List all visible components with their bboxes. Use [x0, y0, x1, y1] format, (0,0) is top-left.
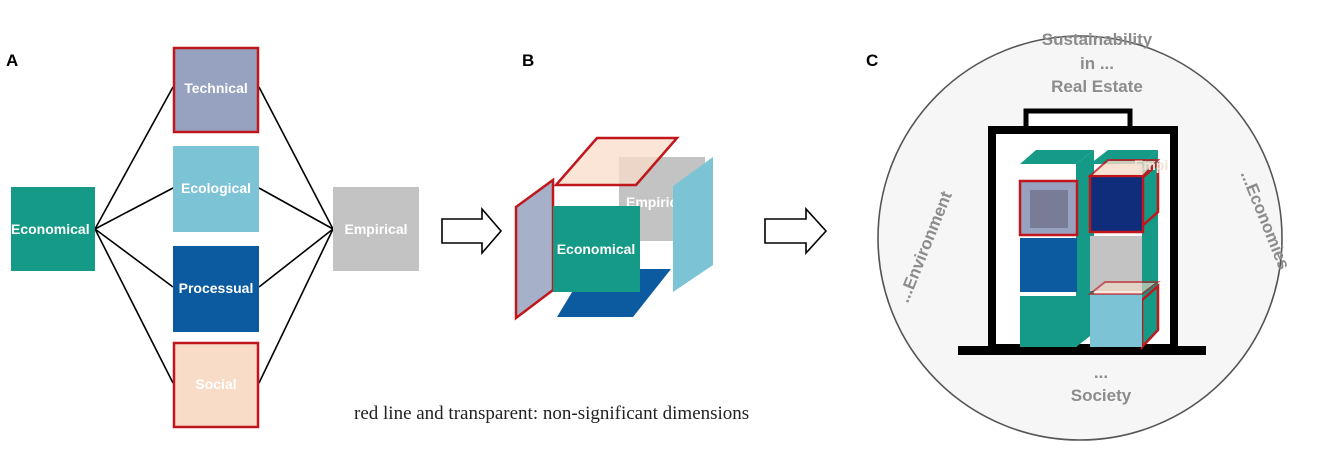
- bottom-label-line2: Society: [1071, 386, 1132, 405]
- processual-label: Processual: [179, 280, 254, 296]
- cube-empirical: [1088, 174, 1145, 234]
- technical-box: Technical: [172, 46, 260, 134]
- processual-box: Processual: [173, 246, 259, 332]
- ecological-label: Ecological: [181, 180, 251, 196]
- top-label-line2: in ...: [1080, 54, 1114, 73]
- ecological-box: Ecological: [173, 146, 259, 232]
- social-box: Social: [172, 341, 260, 429]
- panel-b-letter: B: [522, 51, 534, 70]
- empirical-box: Empirical: [333, 187, 419, 271]
- economical-face: [553, 206, 640, 292]
- economical-label: Economical: [11, 221, 90, 237]
- panel-a-connectors: [94, 86, 334, 384]
- panel-c-letter: C: [866, 51, 878, 70]
- economical-face-label: Economical: [557, 241, 636, 257]
- cube-ecological: [1090, 294, 1142, 347]
- top-label-line1: Sustainability: [1042, 30, 1153, 49]
- technical-label: Technical: [184, 80, 248, 96]
- arrow-a-to-b-icon: [441, 206, 503, 256]
- caption: red line and transparent: non-significan…: [354, 403, 749, 424]
- cube-processual: [1020, 238, 1077, 292]
- cube-empi-label: Empi: [1134, 157, 1168, 173]
- economical-box: Economical: [11, 187, 95, 271]
- empirical-label: Empirical: [344, 221, 407, 237]
- top-label-line3: Real Estate: [1051, 77, 1143, 96]
- arrow-b-to-c-icon: [764, 206, 828, 256]
- social-face: [553, 136, 680, 187]
- building-frame: Empi: [958, 108, 1206, 355]
- social-label: Social: [195, 376, 236, 392]
- panel-a-letter: A: [6, 51, 18, 70]
- bottom-label-line1: ...: [1094, 363, 1108, 382]
- cube-economical: [1020, 296, 1077, 347]
- ecological-face: [673, 157, 713, 292]
- exploded-cube: Empiric Economical: [514, 136, 713, 321]
- technical-face: [514, 177, 555, 321]
